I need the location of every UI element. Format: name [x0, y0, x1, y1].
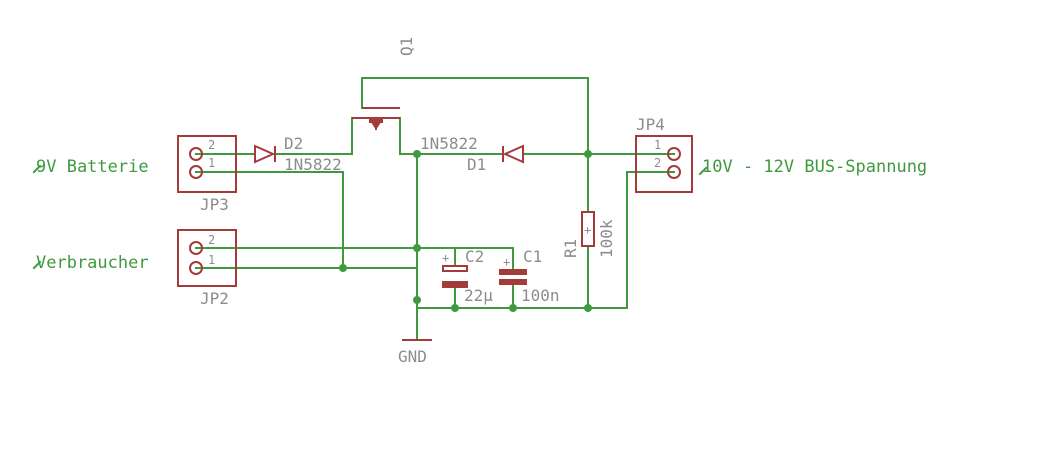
- d1-name: D1: [467, 155, 486, 174]
- net-label-bus: 10V - 12V BUS-Spannung: [702, 157, 927, 177]
- c2-plate-top: [442, 265, 468, 272]
- c1-name: C1: [523, 247, 542, 266]
- junction-dot: [509, 304, 517, 312]
- jp3-label: JP3: [200, 195, 229, 214]
- c1-plate-top: [499, 269, 527, 275]
- c1-plus: +: [503, 255, 510, 269]
- junction-dot: [413, 150, 421, 158]
- jp4-label: JP4: [636, 115, 665, 134]
- wire-jp3-pin1: [195, 171, 344, 269]
- junction-dot: [584, 304, 592, 312]
- wire-jp4-bottom: [416, 171, 675, 309]
- jp2-pin1: [189, 261, 203, 275]
- connector-jp4: 1 2 JP4: [635, 115, 693, 193]
- jp3-pin2: [189, 147, 203, 161]
- jp2-label: JP2: [200, 289, 229, 308]
- jp4-pin1-num: 1: [654, 138, 661, 152]
- jp2-pin2-num: 2: [208, 233, 215, 247]
- jp4-body: [635, 135, 693, 193]
- wire-q1-drain: [399, 117, 418, 155]
- d1-value: 1N5822: [420, 134, 478, 153]
- r1-name: R1: [561, 239, 580, 258]
- q1-label: Q1: [397, 37, 416, 56]
- jp3-pin1-num: 1: [208, 156, 215, 170]
- q1-tab: [369, 118, 383, 123]
- junction-dot: [451, 304, 459, 312]
- c1-value: 100n: [521, 286, 560, 305]
- jp2-pin1-num: 1: [208, 253, 215, 267]
- r1-value: 100k: [597, 219, 616, 258]
- net-tick-consumer: [32, 260, 42, 270]
- c2-value: 22µ: [464, 286, 493, 305]
- jp4-pin1: [667, 147, 681, 161]
- wire-d2-q1: [274, 117, 353, 155]
- junctions: [339, 150, 592, 312]
- wires: [195, 77, 675, 341]
- net-label-consumer: Verbraucher: [36, 253, 149, 273]
- ground-symbol: GND: [398, 339, 432, 366]
- c2-plus: +: [442, 251, 449, 265]
- c2-name: C2: [465, 247, 484, 266]
- d1-triangle: [502, 144, 524, 164]
- r1-plus: +: [584, 223, 591, 237]
- mosfet-q1: Q1: [352, 37, 416, 130]
- diode-d1: 1N5822 D1: [420, 134, 524, 174]
- jp2-pin2: [189, 241, 203, 255]
- junction-dot: [413, 296, 421, 304]
- jp3-pin2-num: 2: [208, 138, 215, 152]
- d2-name: D2: [284, 134, 303, 153]
- c2-plate-bottom: [442, 281, 468, 288]
- jp3-body: [177, 135, 237, 193]
- d2-triangle: [254, 144, 276, 164]
- net-labels: 9V Batterie Verbraucher 10V - 12V BUS-Sp…: [32, 157, 927, 273]
- gnd-label: GND: [398, 347, 427, 366]
- r1-body: [581, 211, 595, 247]
- jp4-pin2: [667, 165, 681, 179]
- junction-dot: [413, 244, 421, 252]
- jp3-pin1: [189, 165, 203, 179]
- junction-dot: [584, 150, 592, 158]
- c1-plate-bottom: [499, 279, 527, 285]
- capacitor-c1: + C1 100n: [499, 247, 560, 305]
- junction-dot: [339, 264, 347, 272]
- jp2-body: [177, 229, 237, 287]
- net-tick-battery: [32, 164, 42, 174]
- net-label-battery: 9V Batterie: [36, 157, 149, 177]
- connector-jp2: 2 1 JP2: [177, 229, 237, 308]
- jp4-pin2-num: 2: [654, 156, 661, 170]
- net-tick-bus: [698, 166, 708, 176]
- connector-jp3: 2 1 JP3: [177, 135, 237, 214]
- diode-d2: D2 1N5822: [254, 134, 342, 174]
- resistor-r1: + R1 100k: [561, 211, 616, 258]
- d2-value: 1N5822: [284, 155, 342, 174]
- capacitor-c2: + C2 22µ: [442, 247, 493, 305]
